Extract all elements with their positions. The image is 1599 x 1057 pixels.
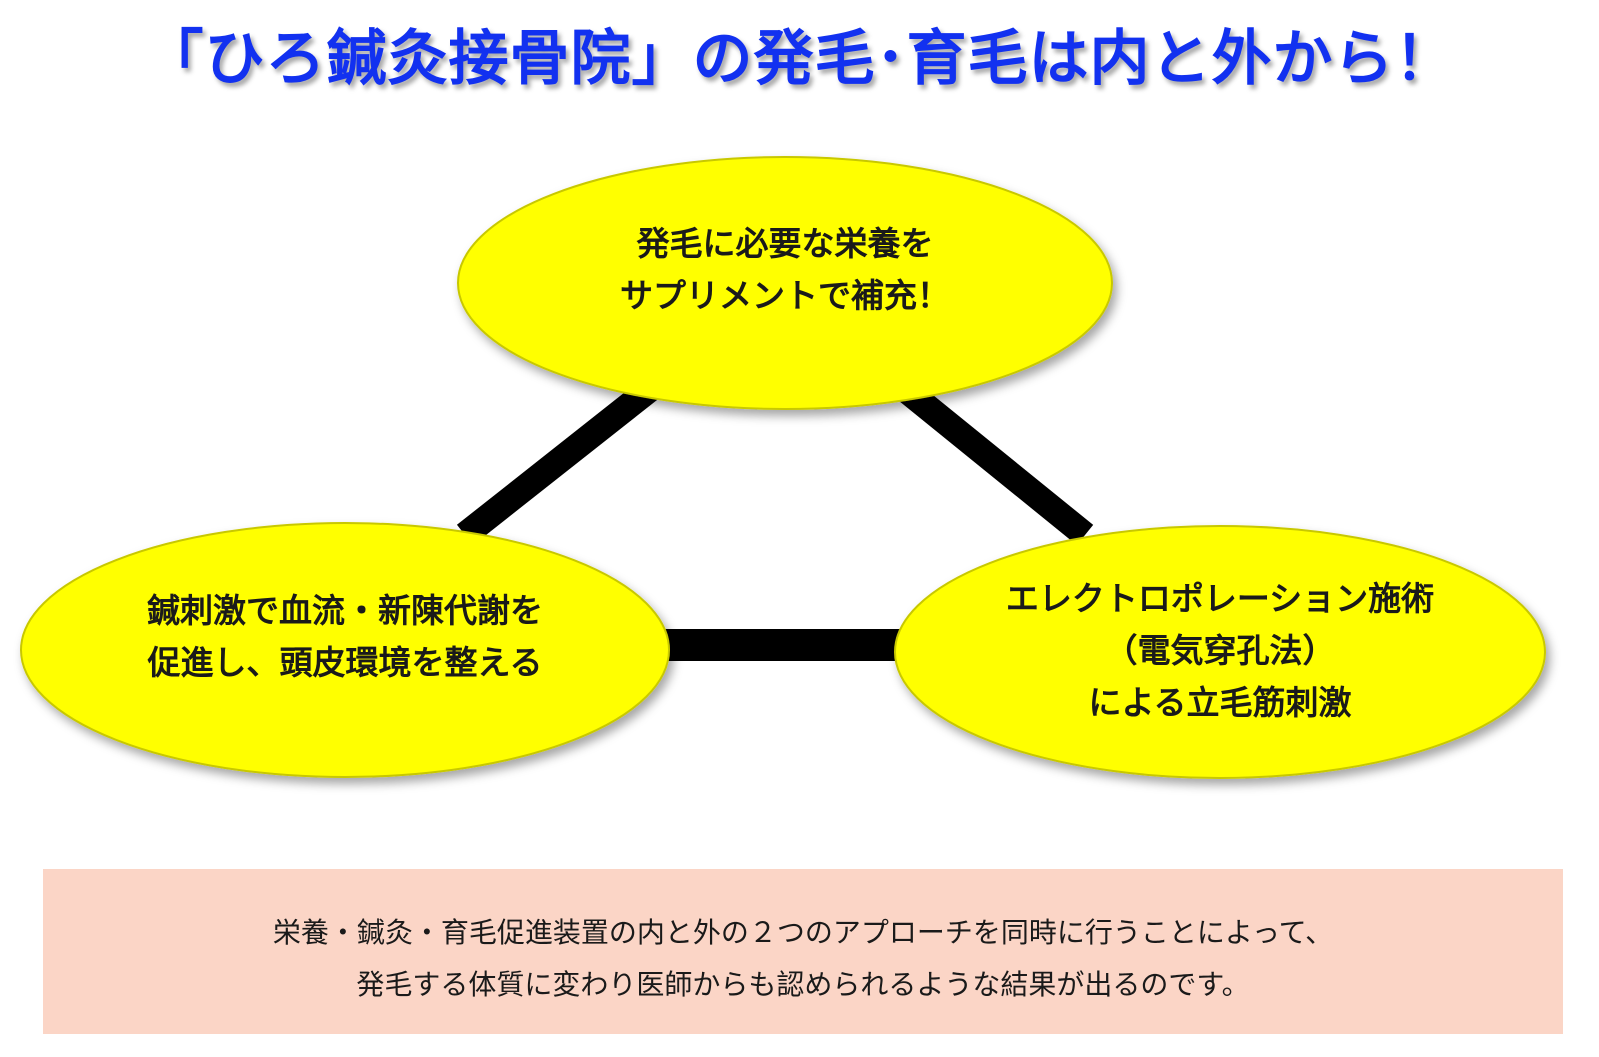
node-right-line-2: （電気穿孔法） (1104, 631, 1336, 670)
summary-box: 栄養・鍼灸・育毛促進装置の内と外の２つのアプローチを同時に行うことによって、 発… (43, 869, 1563, 1034)
node-left-line-1: 鍼刺激で血流・新陳代謝を (147, 591, 543, 630)
node-top-ellipse (457, 156, 1113, 410)
connector-top-right (891, 374, 1094, 546)
summary-line-2: 発毛する体質に変わり医師からも認められるような結果が出るのです。 (356, 968, 1250, 1001)
node-top-line-1: 発毛に必要な栄養を (636, 224, 934, 263)
page-title: 「ひろ鍼灸接骨院」の発毛･育毛は内と外から！ (143, 24, 1456, 94)
connector-top-left (456, 374, 664, 546)
node-left-ellipse (20, 522, 670, 778)
node-right-line-1: エレクトロポレーション施術 (1005, 579, 1435, 618)
node-left-line-2: 促進し、頭皮環境を整える (147, 643, 543, 682)
node-right-ellipse (894, 525, 1546, 779)
summary-line-1: 栄養・鍼灸・育毛促進装置の内と外の２つのアプローチを同時に行うことによって、 (272, 916, 1334, 949)
node-right-line-3: による立毛筋刺激 (1088, 683, 1352, 722)
node-top-line-2: サプリメントで補充！ (620, 276, 950, 315)
node-top-label: 発毛に必要な栄養を サプリメントで補充！ (460, 218, 1110, 322)
node-left-label: 鍼刺激で血流・新陳代謝を 促進し、頭皮環境を整える (20, 585, 670, 689)
node-right-label: エレクトロポレーション施術 （電気穿孔法） による立毛筋刺激 (895, 573, 1545, 729)
